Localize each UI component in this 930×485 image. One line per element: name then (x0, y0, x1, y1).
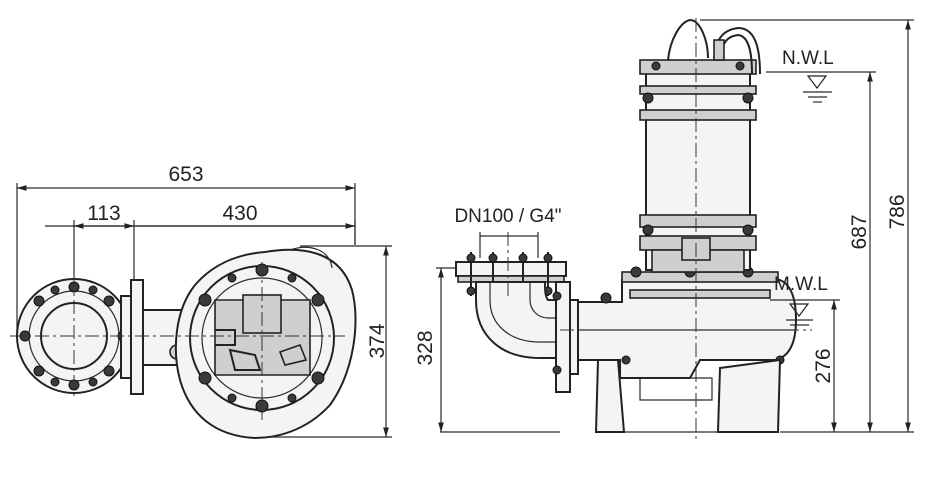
pump-body-plan (174, 246, 357, 440)
dimension-outlet-height: 328 (414, 267, 560, 433)
outlet-size-annotation: DN100 / G4" (454, 206, 562, 258)
dimension-label-653: 653 (168, 163, 203, 186)
plan-view: 653 113 430 374 (10, 163, 392, 440)
dimension-label-113: 113 (87, 202, 120, 225)
nwl-label: N.W.L (782, 48, 834, 69)
dimension-label-276: 276 (812, 348, 835, 383)
dimension-plan-height: 374 (260, 245, 392, 438)
dimension-flange-and-body: 113 430 (45, 202, 356, 290)
lifting-handle (667, 18, 761, 75)
minimum-water-level: M.W.L (770, 274, 840, 326)
dimension-overall-width: 653 (16, 163, 356, 335)
pump-stand (594, 358, 782, 433)
dimension-min-water-level: 276 (812, 300, 837, 432)
normal-water-level: N.W.L (766, 48, 876, 103)
dimension-label-328: 328 (414, 330, 437, 365)
outlet-size-label: DN100 / G4" (454, 206, 561, 227)
dimension-total-height: 786 (700, 19, 914, 433)
mwl-label: M.W.L (774, 274, 828, 295)
dimension-label-374: 374 (366, 323, 389, 358)
dimension-label-687: 687 (848, 214, 871, 249)
pump-casing-side (577, 266, 798, 379)
dimension-normal-water-level: 687 (848, 72, 873, 432)
motor-housing (639, 59, 757, 273)
side-view: DN100 / G4" 328 (414, 18, 914, 440)
discharge-elbow (475, 281, 579, 393)
dimension-label-786: 786 (886, 194, 909, 229)
dimension-label-430: 430 (222, 202, 257, 225)
